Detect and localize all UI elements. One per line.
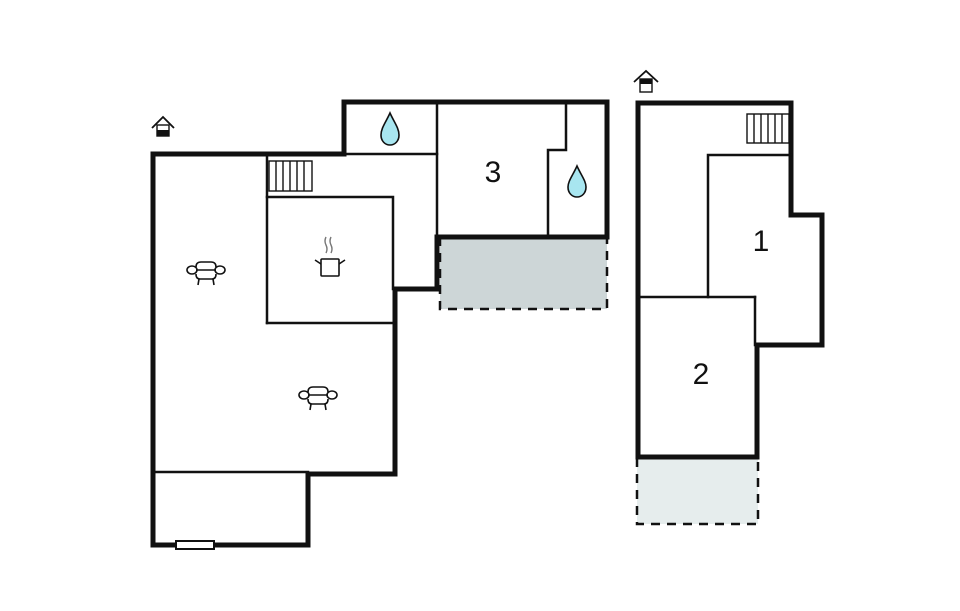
outer-wall xyxy=(150,99,610,548)
front-door xyxy=(175,540,215,550)
interior-walls xyxy=(151,100,568,474)
house-entrance-icon xyxy=(633,69,659,93)
room-label-3: 3 xyxy=(485,156,502,189)
outer-wall-upper xyxy=(635,100,825,460)
stairs-icon xyxy=(268,160,313,192)
sofa-icon xyxy=(186,261,226,286)
room-label-1: 1 xyxy=(753,225,770,258)
house-entrance-icon xyxy=(151,115,175,137)
cooking-pot-icon xyxy=(314,236,346,277)
water-drop-icon xyxy=(567,164,587,198)
interior-walls-upper xyxy=(636,153,793,347)
balcony xyxy=(635,458,760,526)
terrace-1 xyxy=(438,237,609,311)
ground-floor-plan: 3 xyxy=(150,99,610,550)
stairs-icon xyxy=(746,113,790,144)
room-label-2: 2 xyxy=(693,358,710,391)
water-drop-icon xyxy=(380,111,400,146)
sofa-icon xyxy=(298,386,338,411)
upper-floor-plan: 1 2 xyxy=(633,69,825,526)
